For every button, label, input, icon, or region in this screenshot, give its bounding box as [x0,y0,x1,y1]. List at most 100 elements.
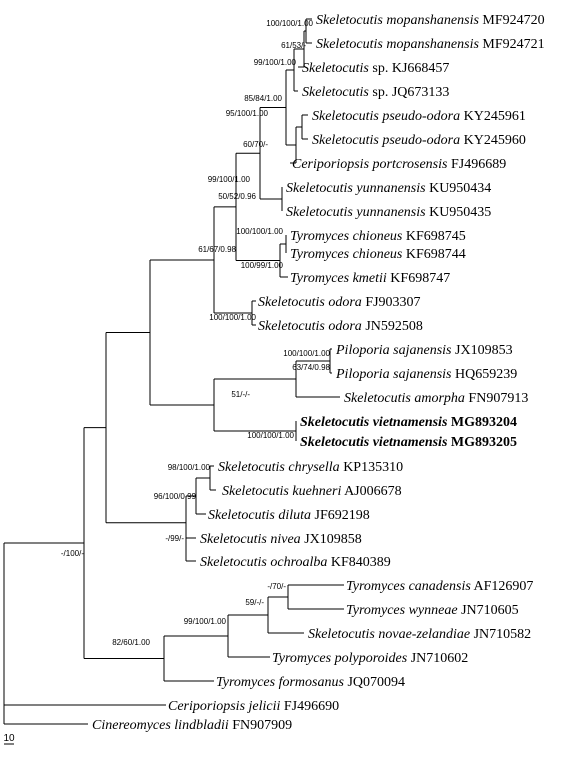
taxon-label: Skeletocutis odora FJ903307 [258,295,421,310]
scale-bar: 10 [3,733,15,745]
support-value: 100/100/1.00 [283,349,330,358]
tree-branches [3,18,344,725]
taxon-name: Skeletocutis novae-zelandiae [308,627,470,642]
taxon-label: Skeletocutis sp. JQ673133 [302,85,449,100]
support-value: 95/100/1.00 [226,109,269,118]
taxon-name: Tyromyces chioneus [290,229,403,244]
taxon-name: Skeletocutis yunnanensis [286,181,426,196]
accession-number: JN592508 [362,319,423,334]
taxon-name: Skeletocutis diluta [208,508,311,523]
taxon-name: Skeletocutis [302,85,369,100]
taxon-label: Skeletocutis kuehneri AJ006678 [222,484,402,499]
support-value: 100/99/1.00 [241,261,284,270]
taxon-name: Skeletocutis mopanshanensis [316,37,479,52]
taxon-label: Tyromyces canadensis AF126907 [346,579,533,594]
taxon-label: Skeletocutis mopanshanensis MF924721 [316,37,545,52]
accession-number: AF126907 [471,579,534,594]
accession-number: MG893205 [447,435,517,450]
accession-number: KJ668457 [388,61,449,76]
taxon-label: Tyromyces kmetii KF698747 [290,271,450,286]
accession-number: JX109858 [301,532,362,547]
taxon-label: Skeletocutis yunnanensis KU950435 [286,205,491,220]
taxon-name: Tyromyces kmetii [290,271,387,286]
support-value: 51/-/- [231,390,250,399]
taxon-name: Skeletocutis nivea [200,532,301,547]
accession-number: JX109853 [452,343,513,358]
taxon-name: Skeletocutis kuehneri [222,484,341,499]
accession-number: KP135310 [340,460,403,475]
taxon-name: Ceriporiopsis portcrosensis [292,157,448,172]
accession-number: KF840389 [327,555,390,570]
taxon-name: Ceriporiopsis jelicii [168,699,281,714]
taxon-name: Skeletocutis pseudo-odora [312,133,460,148]
taxon-label: Skeletocutis amorpha FN907913 [344,391,528,406]
accession-number: FJ903307 [362,295,421,310]
support-value: 99/100/1.00 [254,58,297,67]
taxon-label: Tyromyces wynneae JN710605 [346,603,519,618]
accession-number: JN710605 [458,603,519,618]
taxon-label: Skeletocutis nivea JX109858 [200,532,362,547]
taxon-label: Skeletocutis chrysella KP135310 [218,460,403,475]
taxon-name: Skeletocutis mopanshanensis [316,13,479,28]
accession-number: KU950434 [426,181,492,196]
accession-number: JQ070094 [344,675,405,690]
taxon-labels: Skeletocutis mopanshanensis MF924720Skel… [92,13,545,733]
taxon-name: Skeletocutis [302,61,369,76]
accession-number: KF698745 [402,229,465,244]
accession-number: JQ673133 [388,85,449,100]
taxon-name: Tyromyces polyporoides [272,651,408,666]
support-value: 50/52/0.96 [218,192,256,201]
accession-number: KY245961 [460,109,526,124]
support-value: 100/100/1.00 [247,431,294,440]
support-value: 59/-/- [245,598,264,607]
accession-number: KF698747 [387,271,450,286]
taxon-name: Skeletocutis amorpha [344,391,465,406]
support-value: 61/67/0.98 [198,245,236,254]
support-value: 99/100/1.00 [184,617,227,626]
taxon-name: Tyromyces canadensis [346,579,471,594]
taxon-label: Tyromyces polyporoides JN710602 [272,651,468,666]
taxon-name: Skeletocutis vietnamensis [300,435,448,450]
support-value: 100/100/1.00 [209,313,256,322]
accession-number: JN710602 [407,651,468,666]
accession-number: HQ659239 [452,367,518,382]
accession-number: FJ496689 [447,157,506,172]
taxon-label: Skeletocutis vietnamensis MG893205 [300,435,517,450]
support-value: 100/100/1.00 [266,19,313,28]
taxon-name: Tyromyces wynneae [346,603,458,618]
support-value: 100/100/1.00 [236,227,283,236]
accession-number: FN907909 [229,718,292,733]
taxon-label: Ceriporiopsis portcrosensis FJ496689 [292,157,506,172]
taxon-label: Piloporia sajanensis HQ659239 [335,367,517,382]
taxon-label: Skeletocutis vietnamensis MG893204 [300,415,517,430]
support-value: -/70/- [267,582,286,591]
taxon-label: Skeletocutis diluta JF692198 [208,508,370,523]
accession-number: JF692198 [311,508,370,523]
taxon-label: Skeletocutis pseudo-odora KY245960 [312,133,526,148]
taxon-label: Skeletocutis pseudo-odora KY245961 [312,109,526,124]
taxon-label: Tyromyces chioneus KF698744 [290,247,466,262]
taxon-label: Skeletocutis novae-zelandiae JN710582 [308,627,531,642]
support-value: -/100/- [61,549,84,558]
taxon-name: Piloporia sajanensis [335,343,452,358]
taxon-epithet: sp. [369,61,388,76]
taxon-label: Skeletocutis mopanshanensis MF924720 [316,13,545,28]
accession-number: FN907913 [465,391,528,406]
accession-number: JN710582 [470,627,531,642]
taxon-label: Cinereomyces lindbladii FN907909 [92,718,292,733]
taxon-name: Skeletocutis odora [258,319,362,334]
accession-number: KF698744 [402,247,465,262]
support-value: 63/74/0.98 [292,363,330,372]
accession-number: KY245960 [460,133,526,148]
taxon-epithet: sp. [369,85,388,100]
support-value: 98/100/1.00 [168,463,211,472]
accession-number: MF924720 [479,13,545,28]
taxon-label: Tyromyces chioneus KF698745 [290,229,466,244]
accession-number: AJ006678 [341,484,401,499]
support-value: 61/53/- [281,41,306,50]
support-value: 99/100/1.00 [208,175,251,184]
taxon-name: Skeletocutis odora [258,295,362,310]
taxon-label: Skeletocutis sp. KJ668457 [302,61,449,76]
taxon-name: Tyromyces chioneus [290,247,403,262]
